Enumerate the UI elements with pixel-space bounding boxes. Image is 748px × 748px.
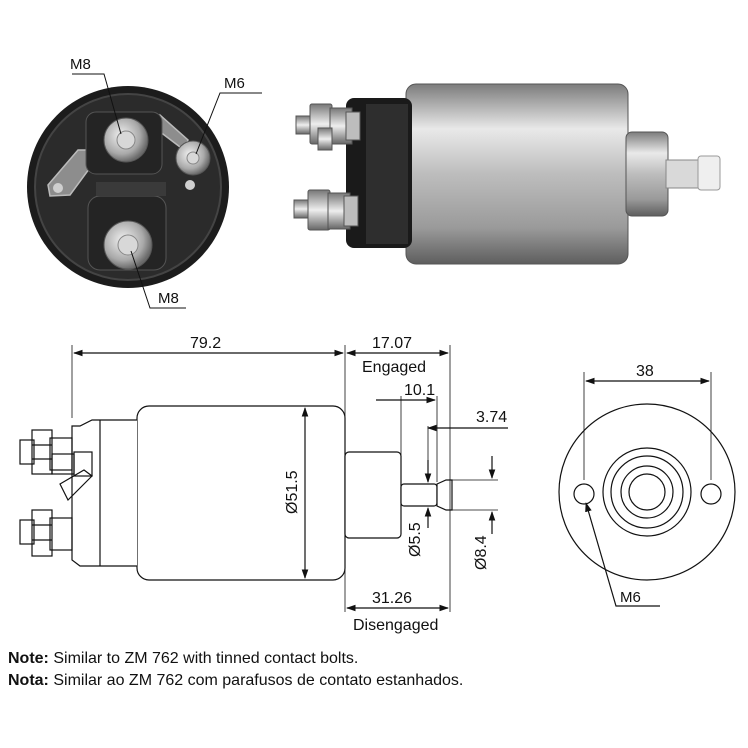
- plunger-housing: [625, 131, 669, 217]
- mount-hole-right: [700, 483, 722, 505]
- mount-hole-left: [573, 483, 595, 505]
- label-body-diameter: Ø51.5: [284, 470, 301, 514]
- center-slot: [96, 182, 166, 196]
- plunger-shaft: [665, 159, 701, 189]
- leader-m8-top: [72, 73, 122, 135]
- leader-m6-hole: [585, 502, 660, 607]
- front-view-drawing: [558, 372, 736, 607]
- plunger-tip: [697, 155, 721, 191]
- label-engaged-value: 17.07: [372, 335, 412, 352]
- m8-stud-top-center: [116, 130, 136, 150]
- drawing-bolt-top: [19, 429, 73, 475]
- rivet-icon: [185, 180, 195, 190]
- label-disengaged: Disengaged: [353, 617, 438, 634]
- cap-outline: [71, 419, 137, 567]
- note-portuguese: Nota: Similar ao ZM 762 com parafusos de…: [8, 672, 464, 689]
- m6-bolt: [317, 127, 333, 151]
- body-outline: [136, 405, 346, 581]
- label-tip-diameter: Ø8.4: [473, 535, 490, 570]
- label-overall-length: 79.2: [190, 335, 221, 352]
- side-view-drawing: [19, 345, 508, 612]
- label-disengaged-value: 31.26: [372, 590, 412, 607]
- bottom-terminal-bolt: [293, 189, 359, 231]
- label-mount-spacing: 38: [636, 363, 654, 380]
- plunger-housing-outline: [344, 451, 402, 539]
- label-shaft-diameter: Ø5.5: [407, 522, 424, 557]
- leader-m6: [195, 92, 262, 155]
- notes-block: Note: Similar to ZM 762 with tinned cont…: [8, 648, 463, 692]
- side-view-photo: [293, 83, 721, 265]
- end-view-photo: M8 M6 M8: [27, 56, 262, 309]
- label-m6: M6: [224, 75, 245, 92]
- label-m6-hole: M6: [620, 589, 641, 606]
- leader-m8-bottom: [130, 250, 186, 309]
- note-english: Note: Similar to ZM 762 with tinned cont…: [8, 650, 359, 667]
- bore-outer: [620, 465, 674, 519]
- solenoid-can: [405, 83, 629, 265]
- housing-ring-inner: [610, 455, 684, 529]
- m6-stud-center: [186, 151, 200, 165]
- drawing-bolt-bottom: [19, 509, 73, 557]
- label-m8-bottom: M8: [158, 290, 179, 307]
- shaft-outline: [400, 483, 438, 507]
- flange-outline: [558, 403, 736, 581]
- drawing-bolt-small: [51, 451, 93, 477]
- cap-ring: [366, 104, 408, 244]
- label-3-74: 3.74: [476, 409, 507, 426]
- rivet-icon: [53, 183, 63, 193]
- bore-inner: [628, 473, 666, 511]
- label-engaged: Engaged: [362, 359, 426, 376]
- drawing-contact-bar: [59, 469, 93, 502]
- label-m8-top: M8: [70, 56, 91, 73]
- label-10-1: 10.1: [404, 382, 435, 399]
- housing-ring: [602, 447, 692, 537]
- m8-stud-bottom-center: [117, 234, 139, 256]
